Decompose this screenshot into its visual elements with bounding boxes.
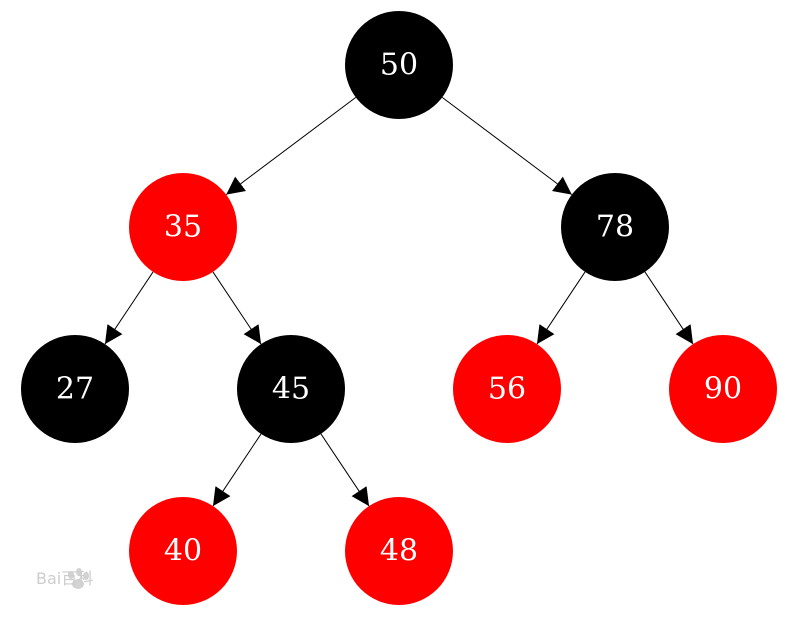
node-label: 78 xyxy=(596,210,634,245)
baidu-paw-icon xyxy=(68,568,89,589)
node-circle-red xyxy=(453,335,561,443)
node-90: 90 xyxy=(669,335,777,443)
edge-35-to-45 xyxy=(212,271,262,345)
node-circle-black xyxy=(345,11,453,119)
edge-35-to-27 xyxy=(104,271,154,345)
node-label: 48 xyxy=(380,534,418,569)
node-label: 40 xyxy=(164,534,202,569)
node-label: 50 xyxy=(380,48,418,83)
node-48: 48 xyxy=(345,497,453,605)
node-label: 35 xyxy=(164,210,202,245)
edge-78-to-90 xyxy=(644,271,694,345)
node-78: 78 xyxy=(561,173,669,281)
node-circle-red xyxy=(345,497,453,605)
node-label: 90 xyxy=(704,372,742,407)
node-45: 45 xyxy=(237,335,345,443)
edge-50-to-35 xyxy=(225,97,357,196)
edge-50-to-78 xyxy=(441,97,573,196)
watermark-text: Bai百科 xyxy=(36,569,93,588)
edge-45-to-48 xyxy=(320,433,370,507)
node-circle-black xyxy=(237,335,345,443)
node-35: 35 xyxy=(129,173,237,281)
node-label: 45 xyxy=(272,372,310,407)
edge-78-to-56 xyxy=(536,271,586,345)
baidu-watermark: Bai百科 xyxy=(36,568,93,589)
tree-edges xyxy=(104,97,694,507)
tree-nodes: 50 35 78 27 45 56 90 40 48 xyxy=(21,11,777,605)
node-27: 27 xyxy=(21,335,129,443)
node-56: 56 xyxy=(453,335,561,443)
node-40: 40 xyxy=(129,497,237,605)
node-50: 50 xyxy=(345,11,453,119)
node-circle-red xyxy=(129,497,237,605)
edge-45-to-40 xyxy=(212,433,262,507)
node-label: 27 xyxy=(56,372,94,407)
node-circle-black xyxy=(561,173,669,281)
node-circle-black xyxy=(21,335,129,443)
node-circle-red xyxy=(129,173,237,281)
node-label: 56 xyxy=(488,372,526,407)
node-circle-red xyxy=(669,335,777,443)
